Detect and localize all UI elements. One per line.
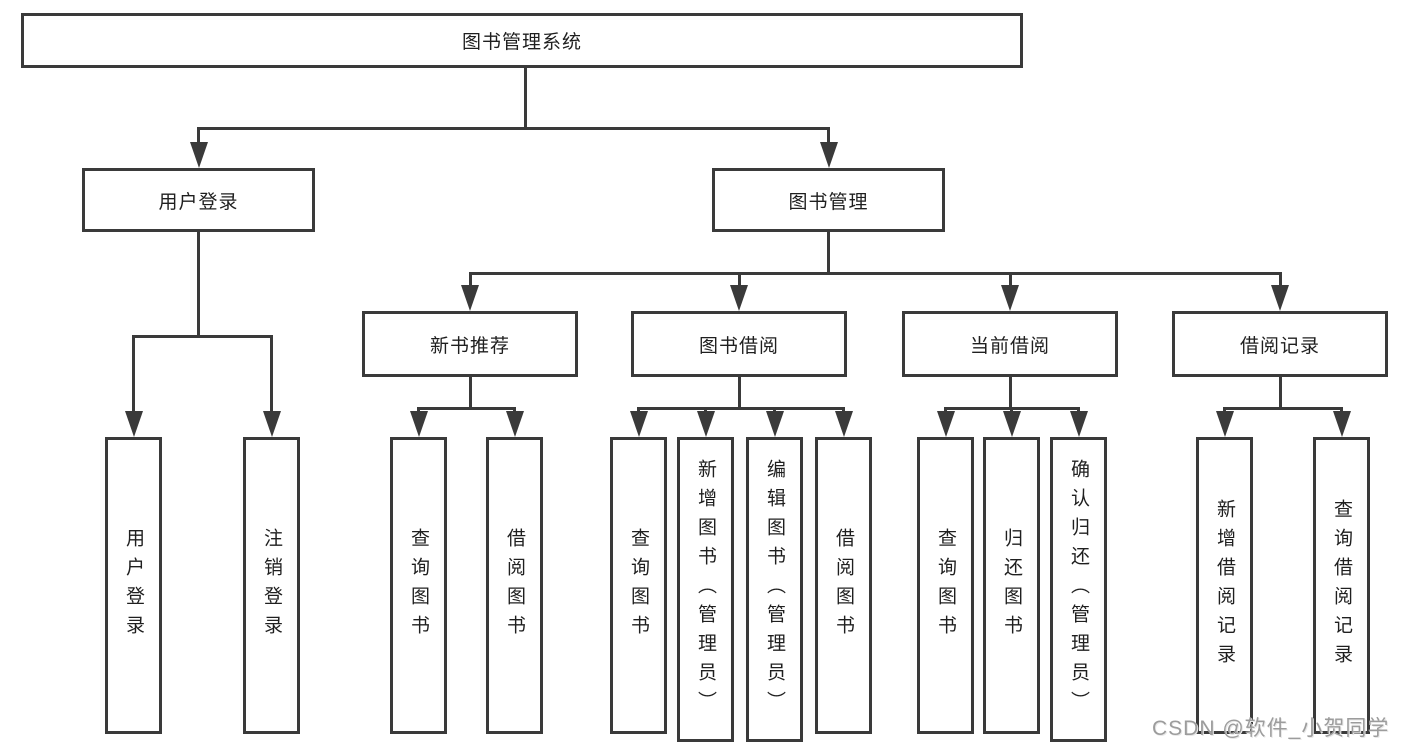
connector-borrow-records-stem [1279, 377, 1282, 409]
node-user-login-label: 用户登录 [158, 191, 239, 213]
leaf-current-query-books: 查询图书 [917, 437, 974, 734]
leaf-borrow-borrow-books: 借阅图书 [815, 437, 872, 734]
leaf-borrow-query-books-label: 查询图书 [628, 527, 649, 644]
leaf-borrow-edit-books: 编辑图书（管理员） [746, 437, 803, 742]
rail-book-management-children [469, 272, 1281, 275]
node-current-borrow: 当前借阅 [902, 311, 1118, 377]
arrow-stem-borrow-records [1279, 272, 1282, 288]
arrow-stem-user-login [197, 127, 200, 147]
arrowhead-down-icon [263, 411, 281, 437]
node-book-borrow: 图书借阅 [631, 311, 847, 377]
arrowhead-down-icon [630, 411, 648, 437]
node-root-label: 图书管理系统 [461, 32, 582, 53]
connector-root-stem [524, 68, 527, 130]
leaf-recommend-query-books: 查询图书 [390, 437, 447, 734]
connector-current-borrow-stem [1009, 377, 1012, 409]
leaf-current-confirm-return-label: 确认归还（管理员） [1068, 459, 1089, 720]
arrowhead-down-icon [1271, 285, 1289, 311]
leaf-recommend-query-books-label: 查询图书 [408, 527, 429, 644]
node-borrow-records-label: 借阅记录 [1239, 335, 1320, 357]
node-user-login: 用户登录 [82, 168, 315, 232]
arrowhead-down-icon [190, 142, 208, 168]
node-new-book-recommend-label: 新书推荐 [429, 335, 510, 357]
leaf-current-return-books-label: 归还图书 [1001, 527, 1022, 644]
arrowhead-down-icon [410, 411, 428, 437]
node-borrow-records: 借阅记录 [1172, 311, 1388, 377]
arrowhead-down-icon [461, 285, 479, 311]
rail-level2 [197, 127, 830, 130]
arrowhead-down-icon [1070, 411, 1088, 437]
leaf-borrow-add-books-label: 新增图书（管理员） [695, 459, 716, 720]
connector-book-management-stem [827, 232, 830, 274]
rail-recommend-children [417, 407, 516, 410]
arrowhead-down-icon [730, 285, 748, 311]
node-book-management: 图书管理 [712, 168, 945, 232]
leaf-borrow-add-books: 新增图书（管理员） [677, 437, 734, 742]
leaf-user-login-label: 用户登录 [123, 527, 144, 644]
arrow-stem-book-borrow [738, 272, 741, 288]
leaf-logout-label: 注销登录 [261, 527, 282, 644]
rail-user-login-children [132, 335, 273, 338]
arrow-stem-new-book-recommend [469, 272, 472, 288]
arrow-stem-current-borrow [1009, 272, 1012, 288]
leaf-borrow-borrow-books-label: 借阅图书 [833, 527, 854, 644]
node-current-borrow-label: 当前借阅 [969, 335, 1050, 357]
leaf-user-login: 用户登录 [105, 437, 162, 734]
leaf-recommend-borrow-books: 借阅图书 [486, 437, 543, 734]
arrowhead-down-icon [125, 411, 143, 437]
arrowhead-down-icon [835, 411, 853, 437]
leaf-records-query-record: 查询借阅记录 [1313, 437, 1370, 734]
arrowhead-down-icon [1001, 285, 1019, 311]
leaf-recommend-borrow-books-label: 借阅图书 [504, 527, 525, 644]
arrowhead-down-icon [820, 142, 838, 168]
arrow-stem-book-management [827, 127, 830, 147]
connector-user-login-stem [197, 232, 200, 337]
arrow-stem-leaf-user-login [132, 335, 135, 413]
node-book-management-label: 图书管理 [788, 191, 869, 213]
arrowhead-down-icon [1333, 411, 1351, 437]
arrowhead-down-icon [506, 411, 524, 437]
rail-records-children [1223, 407, 1343, 410]
csdn-watermark: CSDN @软件_小贺同学 [1152, 717, 1390, 740]
node-book-borrow-label: 图书借阅 [698, 335, 779, 357]
arrowhead-down-icon [766, 411, 784, 437]
leaf-records-query-record-label: 查询借阅记录 [1331, 498, 1352, 673]
arrowhead-down-icon [1216, 411, 1234, 437]
node-root: 图书管理系统 [21, 13, 1023, 68]
leaf-logout: 注销登录 [243, 437, 300, 734]
arrow-stem-leaf-logout [270, 335, 273, 413]
connector-new-book-recommend-stem [469, 377, 472, 409]
arrowhead-down-icon [1003, 411, 1021, 437]
rail-borrow-children [637, 407, 845, 410]
leaf-records-add-record: 新增借阅记录 [1196, 437, 1253, 734]
node-new-book-recommend: 新书推荐 [362, 311, 578, 377]
connector-book-borrow-stem [738, 377, 741, 409]
leaf-current-confirm-return: 确认归还（管理员） [1050, 437, 1107, 742]
leaf-current-query-books-label: 查询图书 [935, 527, 956, 644]
leaf-borrow-edit-books-label: 编辑图书（管理员） [764, 459, 785, 720]
leaf-records-add-record-label: 新增借阅记录 [1214, 498, 1235, 673]
arrowhead-down-icon [937, 411, 955, 437]
leaf-current-return-books: 归还图书 [983, 437, 1040, 734]
leaf-borrow-query-books: 查询图书 [610, 437, 667, 734]
arrowhead-down-icon [697, 411, 715, 437]
